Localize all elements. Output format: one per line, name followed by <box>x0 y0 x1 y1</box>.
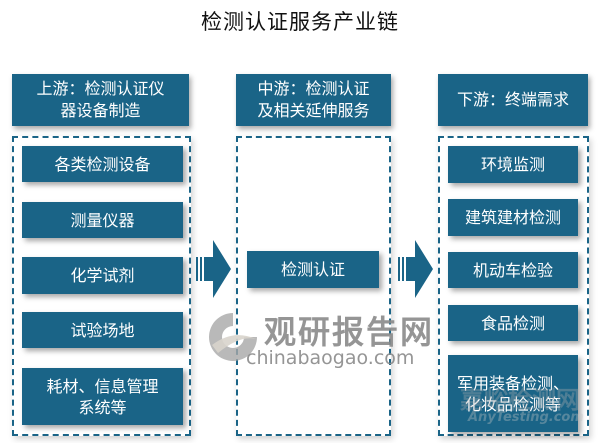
midstream-header: 中游：检测认证 及相关延伸服务 <box>236 74 391 126</box>
upstream-item: 化学试剂 <box>22 257 183 294</box>
upstream-header-line1: 上游：检测认证仪 <box>36 79 165 98</box>
item-label: 测量仪器 <box>70 210 135 230</box>
item-label: 化学试剂 <box>70 266 135 285</box>
downstream-header-line1: 下游：终端需求 <box>456 90 569 109</box>
item-label: 建筑建材检测 <box>464 208 561 227</box>
upstream-item: 试验场地 <box>22 312 183 348</box>
midstream-item: 检测认证 <box>247 251 379 288</box>
item-label: 试验场地 <box>70 320 135 340</box>
downstream-item: 食品检测 <box>448 305 578 341</box>
item-label: 机动车检验 <box>472 260 553 280</box>
item-label: 环境监测 <box>480 155 545 174</box>
downstream-item: 军用装备检测、 化妆品检测等 <box>448 355 578 432</box>
item-label: 检测认证 <box>280 260 345 279</box>
item-label-line2: 化妆品检测等 <box>464 394 561 414</box>
downstream-header: 下游：终端需求 <box>438 74 588 126</box>
item-label: 食品检测 <box>480 313 545 333</box>
item-label: 各类检测设备 <box>54 154 151 174</box>
upstream-item: 测量仪器 <box>22 202 183 238</box>
right-arrow-icon <box>196 240 231 298</box>
midstream-header-line2: 及相关延伸服务 <box>257 101 370 120</box>
right-arrow-icon <box>398 240 433 298</box>
downstream-item: 建筑建材检测 <box>448 199 578 236</box>
item-label-line1: 军用装备检测、 <box>456 373 569 393</box>
item-label-line2: 系统等 <box>78 397 127 417</box>
upstream-header: 上游：检测认证仪 器设备制造 <box>12 74 189 126</box>
downstream-item: 机动车检验 <box>448 252 578 288</box>
upstream-header-line2: 器设备制造 <box>60 101 141 120</box>
upstream-item: 各类检测设备 <box>22 146 183 182</box>
downstream-item: 环境监测 <box>448 146 578 183</box>
upstream-item: 耗材、信息管理 系统等 <box>22 368 183 425</box>
midstream-header-line1: 中游：检测认证 <box>257 79 370 98</box>
item-label-line1: 耗材、信息管理 <box>46 376 159 396</box>
diagram-title: 检测认证服务产业链 <box>201 10 399 34</box>
